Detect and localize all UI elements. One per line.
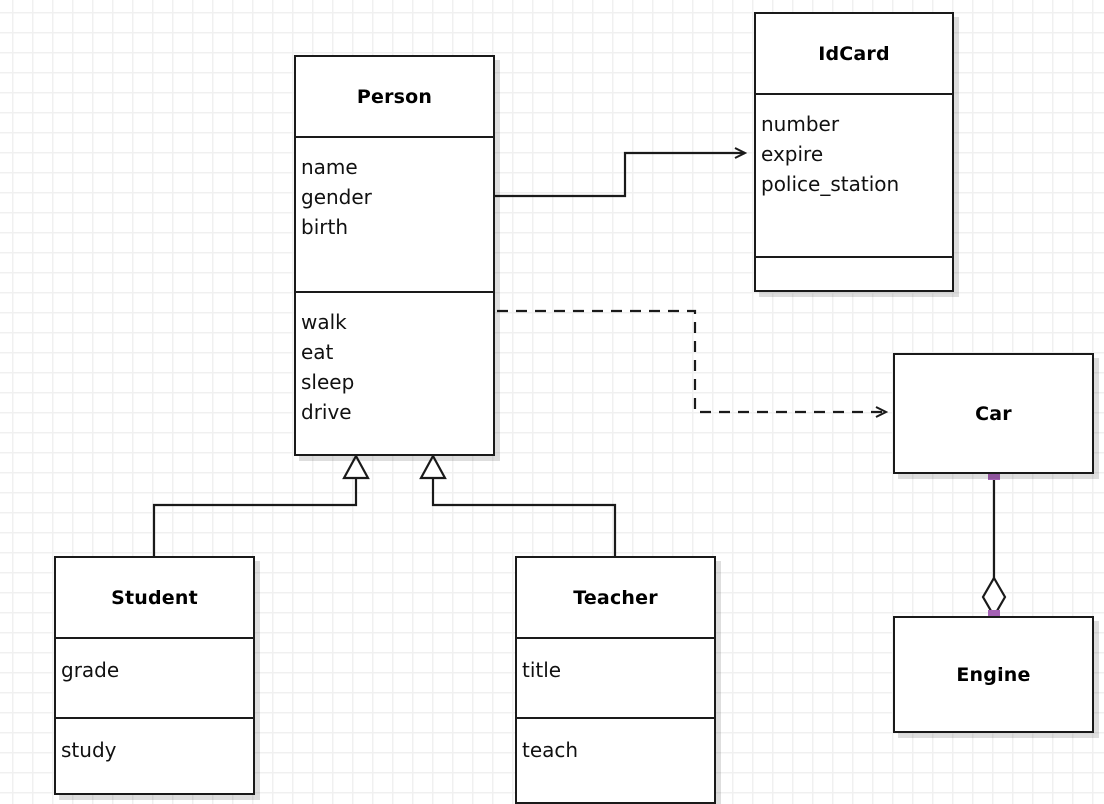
attribute-item: birth xyxy=(301,215,348,239)
edge-person-idcard[interactable] xyxy=(495,153,745,198)
edge-car-engine[interactable] xyxy=(981,468,1007,622)
operations-idcard xyxy=(756,256,952,290)
attribute-item: name xyxy=(301,155,358,179)
operations-teacher: teach xyxy=(517,717,714,804)
edge-person-car[interactable] xyxy=(497,309,886,412)
class-box-student[interactable]: Student grade study xyxy=(54,556,255,795)
operation-item: teach xyxy=(522,738,579,762)
class-box-person[interactable]: Person name gender birth walk eat sleep … xyxy=(294,55,495,456)
operation-item: study xyxy=(61,738,117,762)
class-box-car[interactable]: Car xyxy=(893,353,1094,474)
attributes-student: grade xyxy=(56,637,253,717)
class-name-teacher: Teacher xyxy=(573,586,658,609)
edge-student-person[interactable] xyxy=(152,453,370,556)
operation-item: sleep xyxy=(301,370,355,394)
operations-student: study xyxy=(56,717,253,797)
attribute-item: expire xyxy=(761,142,824,166)
class-box-teacher[interactable]: Teacher title teach xyxy=(515,556,716,804)
class-name-student: Student xyxy=(111,586,198,609)
operation-item: drive xyxy=(301,400,352,424)
operation-item: walk xyxy=(301,310,347,334)
class-box-idcard[interactable]: IdCard number expire police_station xyxy=(754,12,954,292)
class-name-idcard: IdCard xyxy=(818,42,890,65)
attribute-item: gender xyxy=(301,185,372,209)
edge-teacher-person[interactable] xyxy=(419,453,617,556)
attribute-item: number xyxy=(761,112,840,136)
attributes-teacher: title xyxy=(517,637,714,717)
attributes-person: name gender birth xyxy=(296,136,493,291)
class-box-engine[interactable]: Engine xyxy=(893,616,1094,733)
class-name-engine: Engine xyxy=(956,663,1031,686)
attribute-item: title xyxy=(522,658,562,682)
attributes-idcard: number expire police_station xyxy=(756,93,952,256)
attribute-item: grade xyxy=(61,658,120,682)
attribute-item: police_station xyxy=(761,172,900,196)
class-name-car: Car xyxy=(975,402,1012,425)
class-name-person: Person xyxy=(356,85,433,108)
operations-person: walk eat sleep drive xyxy=(296,291,493,454)
operation-item: eat xyxy=(301,340,334,364)
